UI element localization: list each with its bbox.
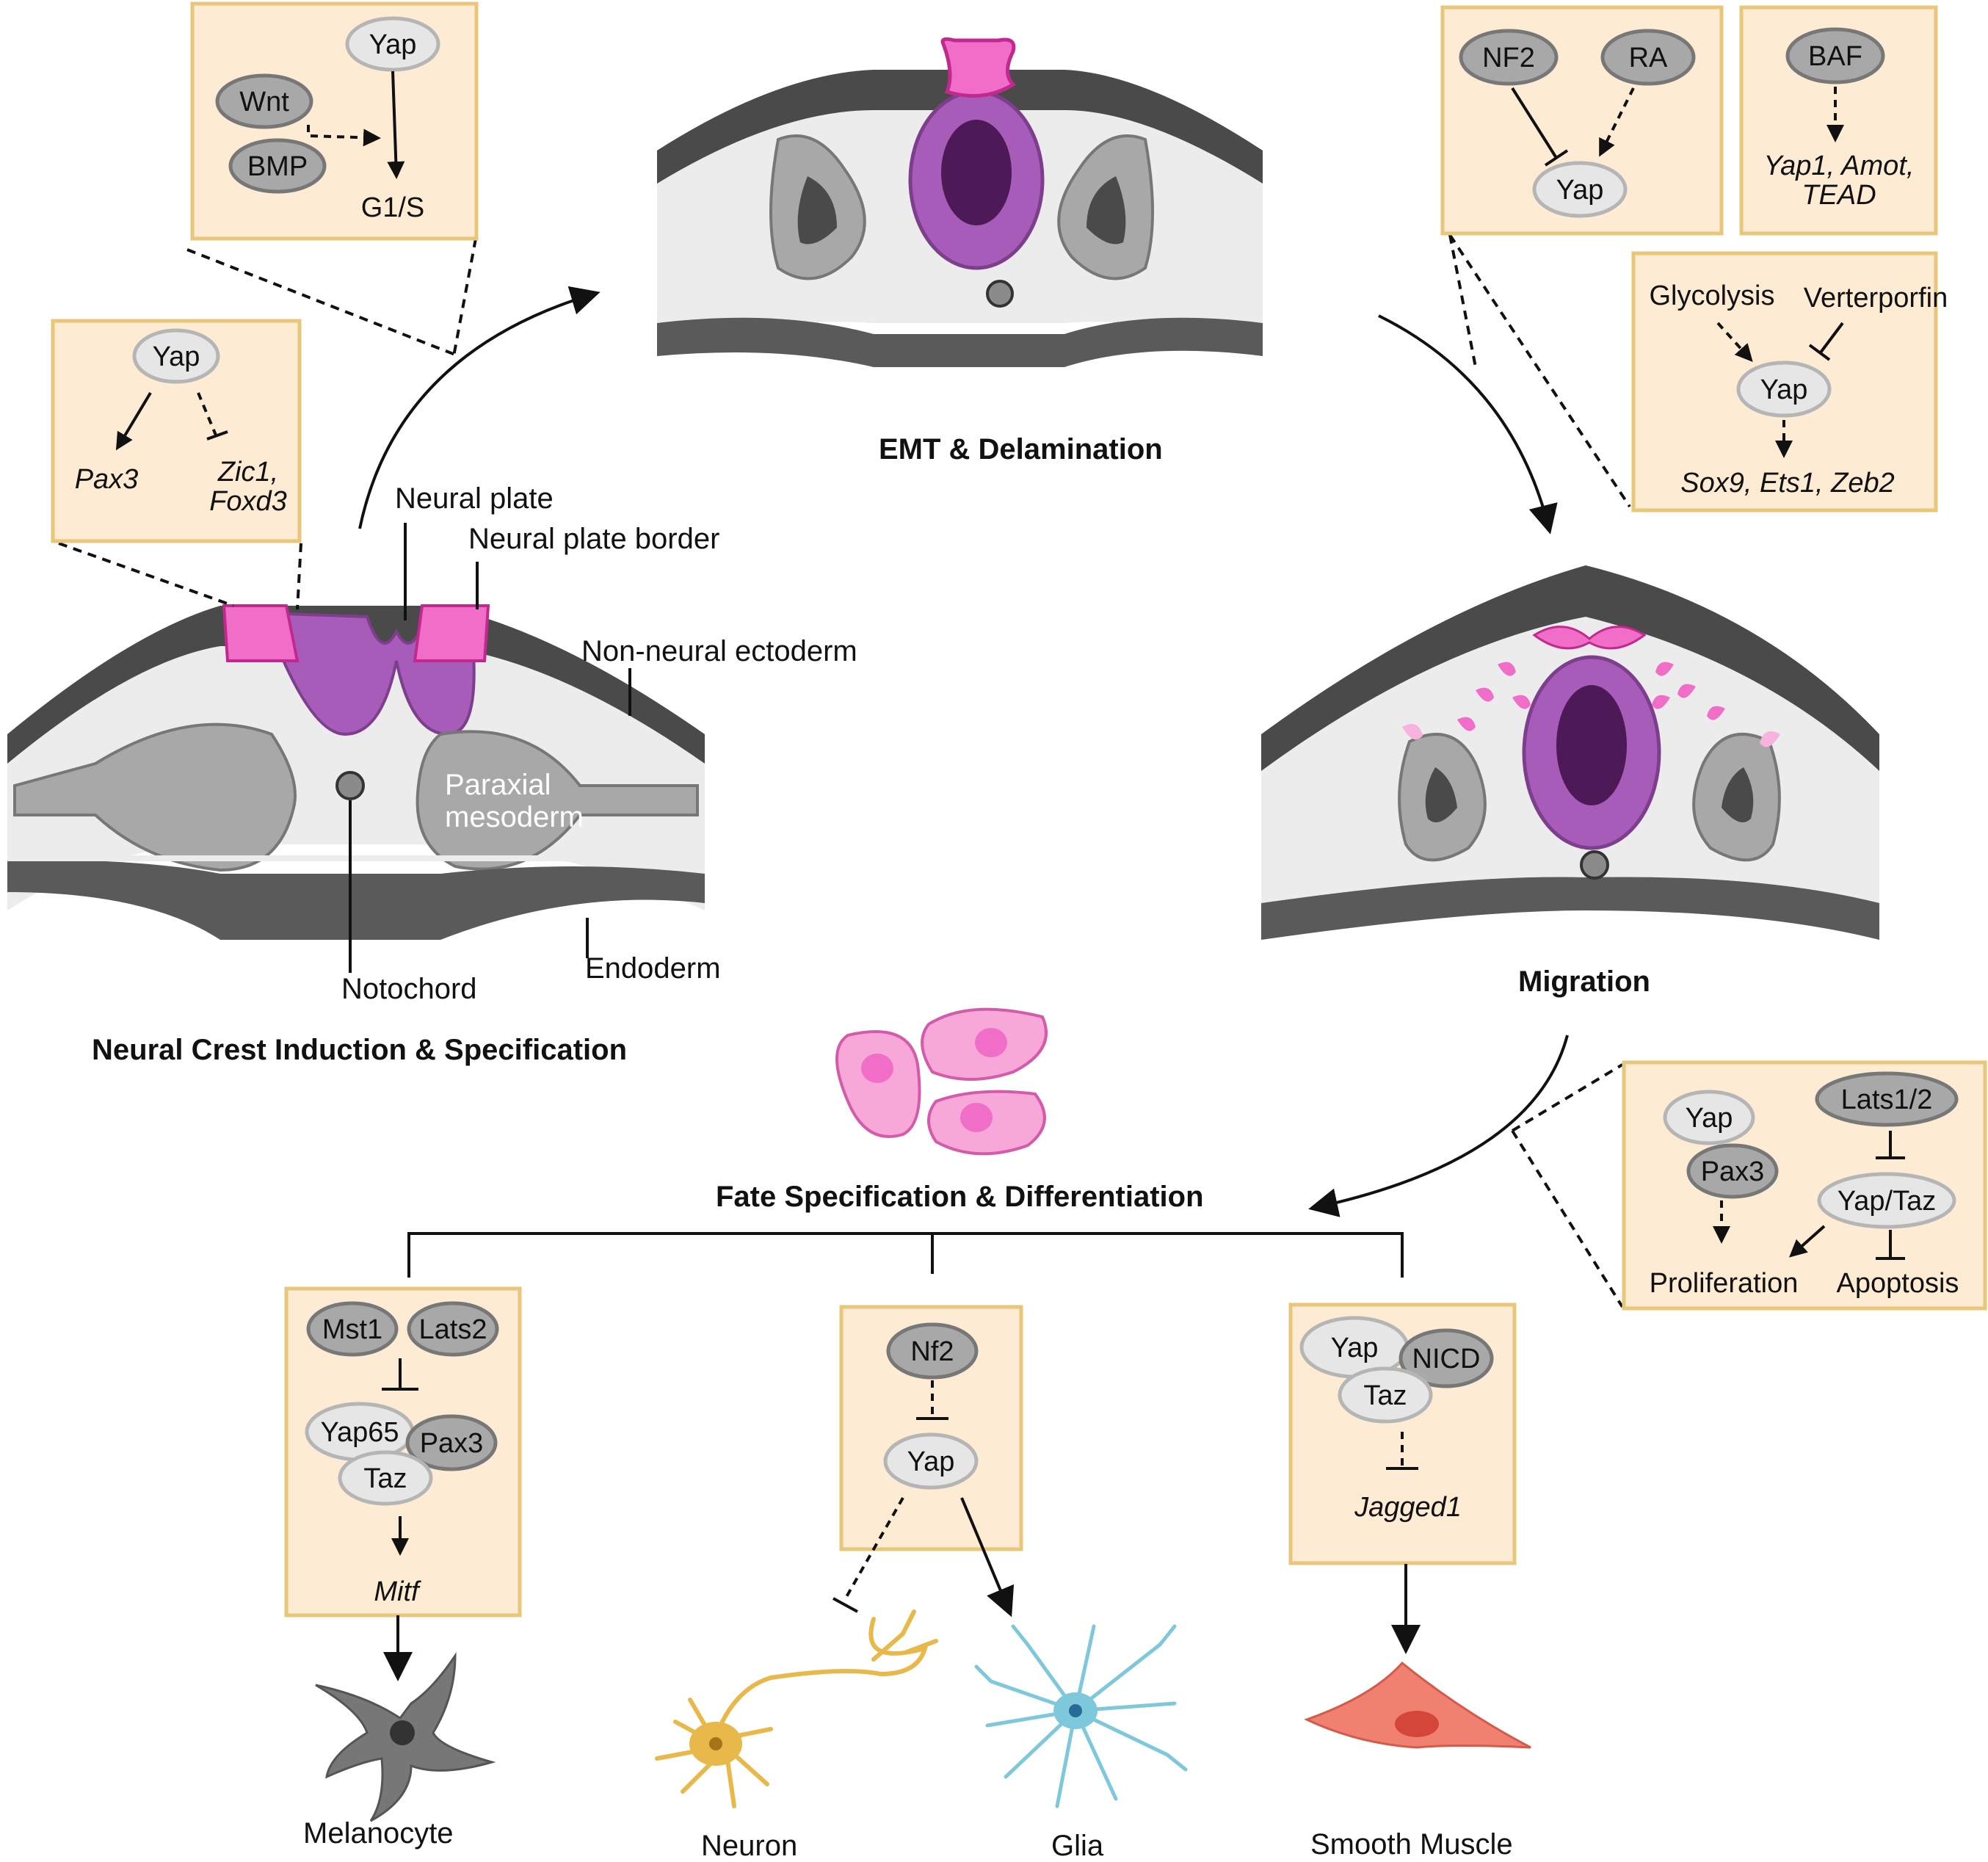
node-yap: Yap (1760, 374, 1808, 405)
node-yap: Yap (1556, 175, 1604, 206)
node-yap: Yap (369, 29, 417, 60)
box-smooth-muscle: Yap NICD Taz Jagged1 (1288, 1303, 1517, 1565)
node-wnt: Wnt (239, 87, 289, 117)
stage-fate-title: Fate Specification & Differentiation (716, 1181, 1204, 1213)
node-yap1-amot: Yap1, Amot, (1764, 151, 1915, 181)
label-neural-plate-border: Neural plate border (468, 523, 719, 555)
node-yap: Yap (1331, 1333, 1379, 1363)
arrow-to-glia (960, 1497, 1015, 1618)
label-endoderm: Endoderm (585, 952, 721, 985)
stage-emt-title: EMT & Delamination (879, 433, 1163, 466)
zoom-line (1448, 234, 1477, 368)
label-neuron: Neuron (701, 1830, 797, 1862)
migration-diagram (1261, 565, 1879, 940)
inhibit-neuron-bar (832, 1597, 858, 1613)
zoom-line (452, 238, 477, 357)
box-induction-pax3: Yap Pax3 Zic1, Foxd3 (51, 319, 302, 543)
node-ra: RA (1629, 43, 1668, 73)
label-notochord: Notochord (341, 973, 477, 1005)
label-paraxial-2: mesoderm (445, 801, 584, 833)
label-paraxial-1: Paraxial (445, 769, 551, 801)
node-yap65: Yap65 (320, 1417, 399, 1448)
node-glycolysis: Glycolysis (1649, 280, 1774, 311)
node-sox9-ets1-zeb2: Sox9, Ets1, Zeb2 (1680, 468, 1895, 499)
box-migration: Yap Pax3 Lats1/2 Yap/Taz Proliferation A… (1622, 1060, 1987, 1311)
arrow-emt-to-migration (1378, 314, 1558, 535)
node-zic1: Zic1, (217, 457, 278, 488)
smooth-muscle-cell-illustration (1304, 1661, 1531, 1749)
label-melanocyte: Melanocyte (303, 1817, 454, 1850)
label-smooth-muscle: Smooth Muscle (1310, 1828, 1513, 1861)
emt-diagram (657, 37, 1263, 367)
node-proliferation: Proliferation (1650, 1268, 1799, 1299)
neural-plate-border-right (413, 604, 490, 662)
box-emt-baf: BAF Yap1, Amot, TEAD (1739, 5, 1938, 236)
node-apoptosis: Apoptosis (1837, 1268, 1959, 1299)
zoom-line (1448, 233, 1631, 508)
notochord (335, 771, 365, 800)
node-lats: Lats1/2 (1841, 1084, 1933, 1115)
node-lats2: Lats2 (419, 1314, 487, 1345)
zoom-line (296, 543, 302, 610)
node-foxd3: Foxd3 (209, 486, 287, 517)
node-tead: TEAD (1802, 180, 1876, 211)
node-taz: Taz (1363, 1380, 1407, 1411)
inhibit-neuron (843, 1497, 904, 1601)
node-jagged1: Jagged1 (1354, 1492, 1462, 1523)
label-neural-plate: Neural plate (395, 482, 554, 515)
node-pax3: Pax3 (420, 1428, 484, 1459)
node-mitf: Mitf (374, 1576, 421, 1607)
stage-induction-title: Neural Crest Induction & Specification (92, 1034, 627, 1066)
arrow-induction-to-emt (358, 286, 601, 529)
neuron-nucleus (709, 1737, 722, 1750)
neuron-cell-illustration (655, 1609, 938, 1808)
node-yap: Yap (907, 1446, 955, 1477)
node-yap: Yap (153, 341, 200, 372)
node-nf2: NF2 (1482, 43, 1535, 73)
node-yap: Yap (1686, 1103, 1733, 1134)
melanocyte-cell-illustration (315, 1652, 496, 1822)
node-pax3: Pax3 (1701, 1156, 1765, 1187)
zoom-line (186, 248, 460, 358)
box-neuron-glia: Nf2 Yap (839, 1305, 1023, 1551)
node-g1s: G1/S (361, 192, 425, 223)
box-melanocyte: Mst1 Lats2 Yap65 Pax3 Taz Mitf (284, 1286, 522, 1618)
box-emt-nf2-ra: NF2 RA Yap (1440, 5, 1724, 236)
fate-bracket (407, 1232, 1404, 1278)
node-taz: Taz (363, 1463, 407, 1494)
delaminating-crest (940, 37, 1016, 98)
node-pax3: Pax3 (75, 464, 139, 495)
stage-migration-title: Migration (1518, 966, 1650, 998)
zoom-line (1511, 1129, 1624, 1308)
node-nicd: NICD (1412, 1344, 1481, 1374)
zoom-line (1511, 1063, 1624, 1132)
fate-cells-illustration (835, 1007, 1048, 1156)
node-baf: BAF (1808, 41, 1862, 72)
node-mst1: Mst1 (322, 1314, 382, 1345)
node-bmp: BMP (247, 151, 308, 182)
box-emt-glycolysis: Glycolysis Verterporfin Yap Sox9, Ets1, … (1631, 251, 1948, 512)
node-verteporfin: Verterporfin (1804, 283, 1948, 314)
induction-diagram (7, 604, 705, 940)
box-induction-cellcycle: Yap Wnt BMP G1/S (190, 1, 479, 241)
arrow-migration-to-fate (1308, 1035, 1569, 1217)
glia-nucleus (1069, 1704, 1082, 1717)
node-nf2: Nf2 (910, 1336, 954, 1367)
neural-plate-border-left (222, 604, 300, 662)
zoom-line (58, 542, 234, 607)
node-yap-taz: Yap/Taz (1838, 1186, 1936, 1217)
label-glia: Glia (1051, 1830, 1104, 1862)
label-non-neural-ectoderm: Non-neural ectoderm (581, 635, 857, 667)
